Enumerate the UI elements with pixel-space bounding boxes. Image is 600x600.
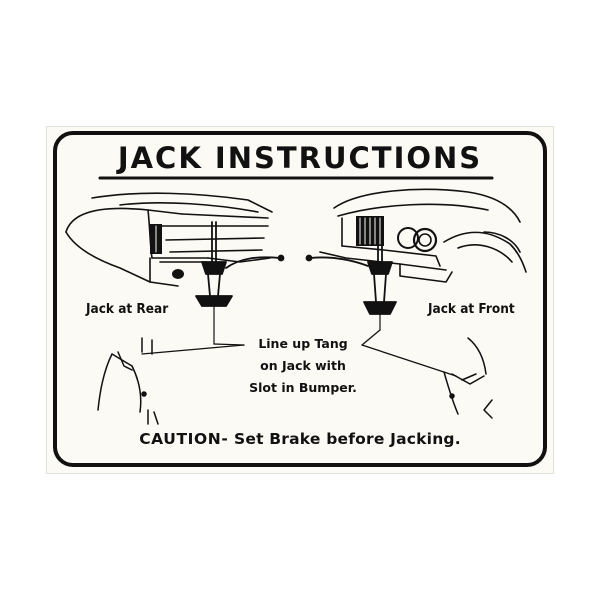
caution-text: Set Brake before Jacking. (234, 430, 461, 448)
rear-jack (195, 221, 285, 345)
instruction-line-3: Slot in Bumper. (249, 380, 357, 395)
caution-prefix: CAUTION- (139, 430, 229, 448)
caution-note: CAUTION- Set Brake before Jacking. (47, 430, 553, 448)
front-bumper-detail (443, 337, 493, 419)
instruction-line-1: Line up Tang (258, 336, 348, 351)
front-jack (305, 217, 397, 331)
front-car-illustration (319, 188, 527, 283)
tang-instructions: Line up Tang on Jack with Slot in Bumper… (245, 333, 361, 399)
label-jack-at-rear: Jack at Rear (86, 301, 169, 317)
decal-border (53, 131, 547, 467)
label-jack-at-front: Jack at Front (428, 301, 515, 317)
decal-card (47, 127, 553, 473)
rear-bumper-detail (97, 337, 159, 425)
decal-title: JACK INSTRUCTIONS (117, 141, 483, 175)
rear-car-illustration (65, 192, 273, 287)
leader-lines (141, 329, 457, 377)
instruction-line-2: on Jack with (260, 358, 346, 373)
